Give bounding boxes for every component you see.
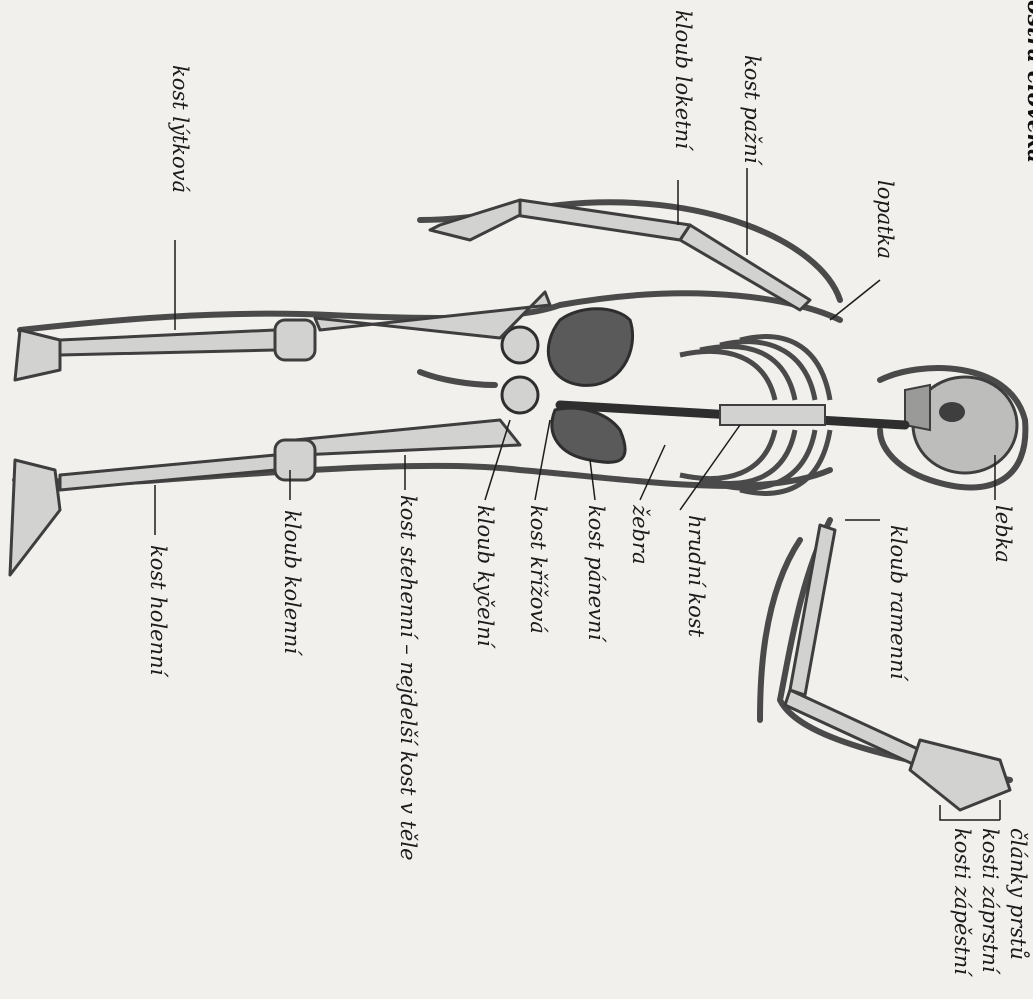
label-kloub-kolenni: kloub kolenní (281, 510, 302, 654)
label-kost-pazni: kost pažní (741, 55, 762, 164)
sternum (720, 405, 825, 425)
label-kost-stehenni: kost stehenní – nejdelší kost v těle (397, 495, 418, 861)
label-kosti-zapestni: kosti zápěstní (951, 828, 972, 975)
label-clanky-prstu: články prstů (1007, 828, 1028, 960)
label-kloub-loketni: kloub loketní (672, 10, 693, 149)
label-kloub-kycelni: kloub kyčelní (474, 505, 495, 646)
label-lopatka: lopatka (874, 180, 895, 259)
label-kosti-zaprstni: kosti záprstní (979, 828, 1000, 973)
label-kloub-ramenni: kloub ramenní (887, 525, 908, 679)
label-zebra: žebra (629, 505, 650, 565)
label-lebka: lebka (992, 505, 1013, 563)
skull (905, 377, 1017, 473)
leader-lines (155, 168, 1000, 820)
label-kost-panevni: kost pánevní (585, 505, 606, 640)
label-kost-holenni: kost holenní (147, 545, 168, 675)
label-kost-krizova: kost křížová (527, 505, 548, 634)
body-outline (15, 202, 1025, 780)
label-hrudni-kost: hrudní kost (685, 515, 706, 637)
label-kost-lytkova: kost lýtková (169, 65, 190, 193)
pelvis (502, 309, 633, 463)
